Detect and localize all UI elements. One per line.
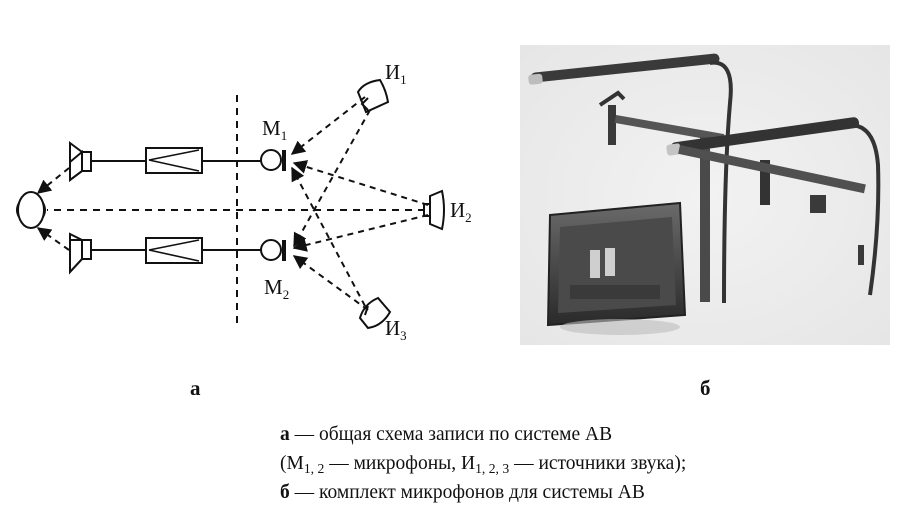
caption-src-sub: 1, 2, 3 (475, 461, 510, 477)
caption-line-2: (М1, 2 — микрофоны, И1, 2, 3 — источники… (280, 449, 880, 478)
upper-channel (36, 141, 286, 194)
panel-a-label: а (190, 376, 201, 400)
lower-channel (36, 227, 286, 275)
ab-recording-schematic: М1 М2 И1 И2 И3 (16, 60, 472, 343)
source-1-label: И1 (385, 60, 407, 87)
caption-text-a: — общая схема записи по системе АВ (289, 424, 613, 445)
caption-text-b: — комплект микрофонов для системы АВ (289, 482, 645, 503)
source-2-label: И2 (450, 198, 472, 225)
microphone-stand-rear (528, 53, 733, 304)
listener-head-icon (16, 191, 46, 229)
sound-source-icon (423, 189, 445, 231)
sound-paths (290, 96, 429, 311)
loudspeaker-icon (69, 141, 92, 182)
caption-key-a: а (280, 424, 290, 445)
mic-2-label: М2 (264, 275, 289, 302)
source-3-label: И3 (385, 316, 407, 343)
microphone-stand-front (666, 117, 881, 296)
caption-open: (М (280, 453, 304, 474)
figure-caption: а — общая схема записи по системе АВ (М1… (280, 420, 880, 507)
microphone-icon (260, 239, 286, 261)
amplifier-block (145, 147, 203, 174)
panel-b-label: б (700, 376, 711, 400)
loudspeaker-icon (69, 232, 92, 275)
caption-mid: — микрофоны, И (324, 453, 476, 474)
caption-close: — источники звука); (509, 453, 687, 474)
caption-mic-sub: 1, 2 (303, 461, 325, 477)
mic-1-label: М1 (262, 116, 287, 143)
caption-line-3: б — комплект микрофонов для системы АВ (280, 478, 880, 507)
microphone-case (546, 201, 687, 335)
microphone-icon (260, 149, 286, 171)
caption-line-1: а — общая схема записи по системе АВ (280, 420, 880, 449)
sound-source-icon (356, 78, 390, 114)
sound-source-icon (358, 296, 392, 330)
amplifier-block (145, 237, 203, 264)
caption-key-b: б (280, 482, 290, 503)
microphone-kit-photo (520, 45, 890, 345)
